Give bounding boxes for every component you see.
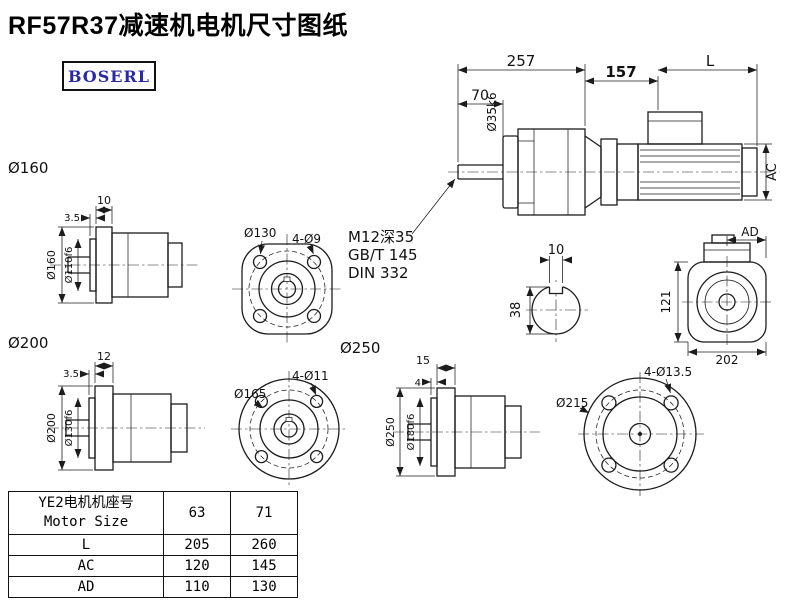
dim-121: 121 [659,291,673,314]
dim-flange160-3-5: 3.5 [64,213,80,224]
flange165-front-view: Ø165 4-Ø11 [231,369,347,487]
dim-AC: AC [765,163,780,181]
dim-flange200-spigot: Ø130f6 [63,410,75,447]
table-col-size-63: 63 [163,491,231,535]
row-label-L: L [8,534,164,556]
main-assembly-side-view: 257 157 L 70 Ø35k6 AC [448,52,780,216]
brand-logo-text: BOSERL [67,66,151,86]
flange160-side-view: Ø160 10 3.5 Ø160 Ø110f6 [8,159,198,304]
section-title-200: Ø200 [8,334,48,352]
dim-shaft-height-38: 38 [509,302,524,319]
dim-holes-4x9: 4-Ø9 [292,232,321,246]
dim-70: 70 [471,88,489,104]
dim-flange200-12: 12 [97,350,111,363]
table-header-row: YE2电机机座号 Motor Size 63 71 [8,491,298,535]
dim-bolt-circle-215: Ø215 [556,396,588,410]
table-col-size-71: 71 [230,491,298,535]
dim-bolt-circle-165: Ø165 [234,387,266,401]
value-AC-63: 120 [163,555,231,577]
dim-202: 202 [716,353,739,367]
dim-bolt-circle-130: Ø130 [244,226,276,240]
dim-flange250-od: Ø250 [384,417,397,447]
table-row-AD: AD 110 130 [8,576,298,598]
page-title: RF57R37减速机电机尺寸图纸 [8,12,348,40]
flange215-front-view: Ø215 4-Ø13.5 [556,365,704,496]
value-L-63: 205 [163,534,231,556]
dim-holes-4x11: 4-Ø11 [292,369,329,383]
flange130-front-view: Ø130 4-Ø9 [232,226,342,344]
motor-size-table: YE2电机机座号 Motor Size 63 71 L 205 260 AC 1… [8,491,298,598]
section-title-160: Ø160 [8,159,48,177]
dim-flange200-3-5: 3.5 [63,369,79,380]
dim-157: 157 [605,63,636,81]
row-label-AC: AC [8,555,164,577]
dim-AD: AD [741,225,758,239]
dim-key-width-10: 10 [548,243,565,258]
note-standard-gbt: GB/T 145 [348,246,418,264]
note-tap: M12深35 [348,228,414,246]
dim-flange160-10: 10 [97,194,111,207]
dim-flange160-od: Ø160 [45,250,58,280]
output-shaft-section-view: 10 38 [509,243,588,342]
dim-flange250-spigot: Ø180f6 [405,414,417,451]
value-AC-71: 145 [230,555,298,577]
value-AD-63: 110 [163,576,231,598]
table-row-AC: AC 120 145 [8,555,298,577]
motor-rear-view: AD 121 202 [659,225,772,367]
table-header-en: Motor Size [43,514,129,530]
table-header-cn: YE2电机机座号 [38,495,134,512]
dim-L: L [706,52,715,70]
dim-flange200-od: Ø200 [45,413,58,443]
section-title-250: Ø250 [340,339,380,357]
table-header-label: YE2电机机座号 Motor Size [8,491,164,535]
row-label-AD: AD [8,576,164,598]
dim-257: 257 [507,52,536,70]
dim-flange160-spigot: Ø110f6 [63,247,75,284]
value-L-71: 260 [230,534,298,556]
dim-holes-4x13-5: 4-Ø13.5 [644,365,692,379]
dim-flange250-4: 4 [415,378,421,389]
table-row-L: L 205 260 [8,534,298,556]
flange200-side-view: Ø200 12 3.5 Ø200 Ø130f6 [8,334,205,471]
tapped-hole-notes: M12深35 GB/T 145 DIN 332 [348,178,456,282]
dim-flange250-15: 15 [416,354,430,367]
value-AD-71: 130 [230,576,298,598]
dim-shaft-diameter: Ø35k6 [485,92,499,131]
flange250-side-view: Ø250 15 4 Ø250 Ø180f6 [340,339,540,477]
note-standard-din: DIN 332 [348,264,409,282]
brand-logo: BOSERL [62,61,156,91]
